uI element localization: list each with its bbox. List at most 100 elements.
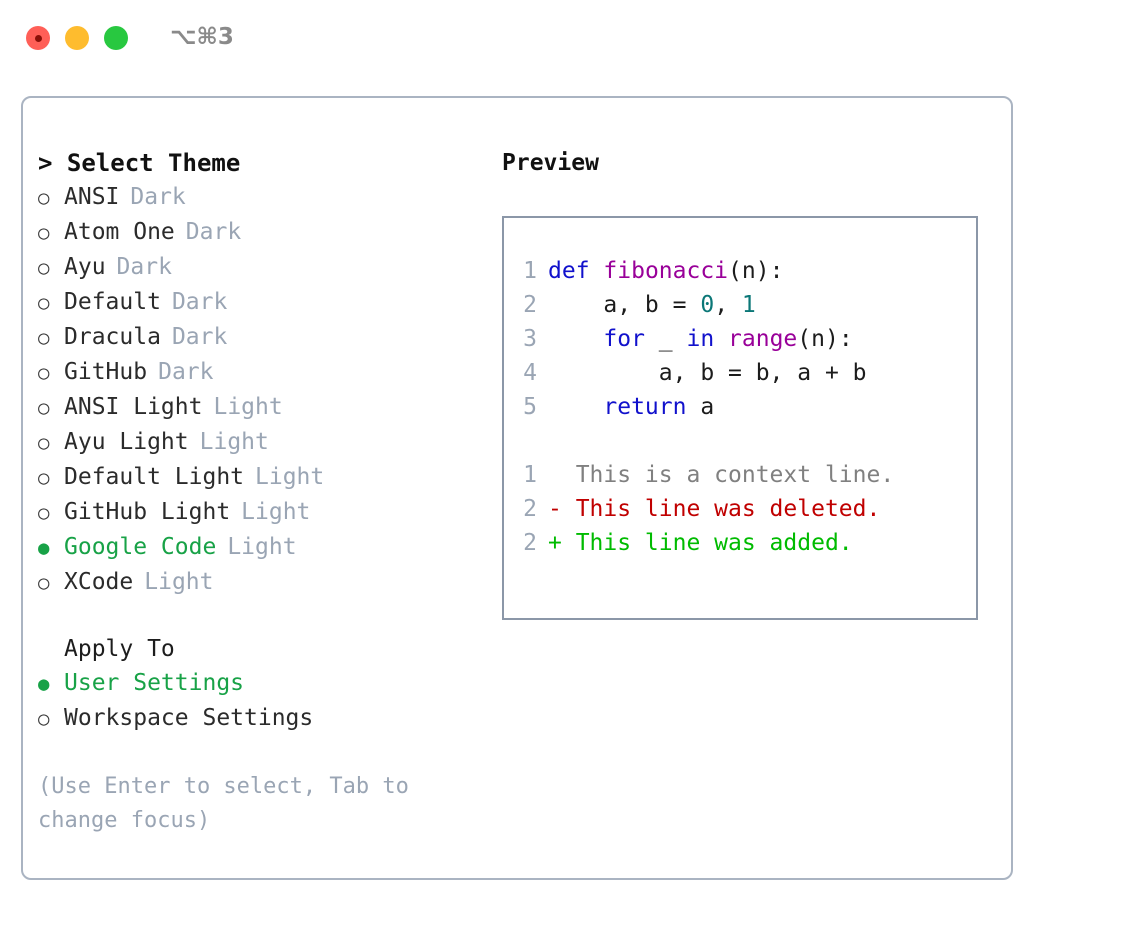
- theme-name-label: Google Code: [64, 534, 217, 560]
- theme-variant-badge: Light: [255, 464, 325, 490]
- theme-option-github-light[interactable]: ○ GitHub Light Light: [38, 495, 488, 530]
- apply-to-option-workspace-settings[interactable]: ○ Workspace Settings: [38, 701, 488, 736]
- theme-name-label: Atom One: [64, 219, 175, 245]
- code-line: 4 a, b = b, a + b: [504, 356, 976, 390]
- radio-selected-icon: ●: [38, 537, 50, 559]
- token-pl: ,: [714, 292, 742, 318]
- diff-preview: 1 This is a context line.2- This line wa…: [504, 458, 976, 560]
- line-number: 2: [523, 530, 537, 556]
- theme-variant-badge: Dark: [158, 359, 214, 385]
- preview-header: Preview: [502, 150, 599, 176]
- token-pl: _: [644, 326, 687, 352]
- token-num: 0: [700, 292, 715, 318]
- radio-selected-icon: ●: [38, 673, 50, 695]
- radio-unselected-icon: ○: [38, 397, 50, 419]
- radio-unselected-icon: ○: [38, 292, 50, 314]
- keyboard-hint-text: (Use Enter to select, Tab to change focu…: [38, 774, 423, 833]
- line-number: 3: [523, 326, 537, 352]
- radio-unselected-icon: ○: [38, 362, 50, 384]
- line-number: 2: [523, 292, 537, 318]
- window-controls: [26, 26, 128, 50]
- minimize-window-button[interactable]: [65, 26, 89, 50]
- token-kw: in: [686, 326, 715, 352]
- line-number: 1: [523, 258, 537, 284]
- radio-unselected-icon: ○: [38, 432, 50, 454]
- close-window-button[interactable]: [26, 26, 50, 50]
- theme-variant-badge: Light: [144, 569, 214, 595]
- token-pl: (n):: [797, 326, 853, 352]
- token-kw: def: [548, 258, 590, 284]
- theme-option-google-code[interactable]: ● Google Code Light: [38, 530, 488, 565]
- radio-unselected-icon: ○: [38, 187, 50, 209]
- diff-line-del: 2 - This line was deleted.: [504, 492, 976, 526]
- token-pl: a, b = b, a + b: [548, 360, 867, 386]
- code-text: a, b = b, a + b: [548, 356, 867, 390]
- code-text: def fibonacci(n):: [548, 254, 783, 288]
- line-number: 5: [523, 394, 537, 420]
- theme-variant-badge: Light: [227, 534, 297, 560]
- token-num: 1: [741, 292, 756, 318]
- apply-to-option-user-settings[interactable]: ●User Settings: [38, 666, 488, 701]
- token-pl: [590, 258, 604, 284]
- token-pl: [548, 394, 603, 420]
- code-line: 1 def fibonacci(n):: [504, 254, 976, 288]
- line-number: 1: [523, 462, 537, 488]
- theme-variant-badge: Dark: [171, 324, 228, 350]
- diff-text: - This line was deleted.: [548, 496, 881, 522]
- preview-spacer: [504, 424, 976, 458]
- apply-to-list[interactable]: ●User Settings ○ Workspace Settings: [38, 666, 488, 736]
- token-pl: (n):: [728, 258, 784, 284]
- theme-option-default[interactable]: ○ Default Dark: [38, 285, 488, 320]
- theme-name-label: ANSI: [64, 184, 120, 210]
- theme-name-label: Default: [64, 289, 161, 315]
- token-fn: fibonacci: [603, 258, 729, 284]
- code-line: 2 a, b = 0, 1: [504, 288, 976, 322]
- theme-option-ansi-light[interactable]: ○ ANSI Light Light: [38, 390, 488, 425]
- theme-name-label: GitHub: [64, 359, 148, 385]
- token-pl: a, b =: [548, 292, 701, 318]
- theme-variant-badge: Dark: [116, 254, 172, 280]
- theme-variant-badge: Dark: [171, 289, 228, 315]
- code-text: for _ in range(n):: [548, 322, 853, 356]
- token-fn: range: [728, 326, 798, 352]
- keyboard-shortcut-label: ⌥⌘3: [170, 24, 234, 50]
- radio-unselected-icon: ○: [38, 327, 50, 349]
- line-number: 2: [523, 496, 537, 522]
- theme-name-label: ANSI Light: [64, 394, 203, 420]
- radio-unselected-icon: ○: [38, 502, 50, 524]
- radio-unselected-icon: ○: [38, 467, 50, 489]
- select-theme-header: > Select Theme: [38, 149, 241, 177]
- radio-unselected-icon: ○: [38, 572, 50, 594]
- diff-text: + This line was added.: [548, 530, 853, 556]
- radio-unselected-icon: ○: [38, 257, 50, 279]
- theme-option-github[interactable]: ○ GitHub Dark: [38, 355, 488, 390]
- theme-variant-badge: Light: [241, 499, 311, 525]
- theme-variant-badge: Dark: [185, 219, 242, 245]
- theme-variant-badge: Light: [213, 394, 283, 420]
- apply-to-label: Workspace Settings: [64, 705, 314, 731]
- theme-option-ansi[interactable]: ○ ANSI Dark: [38, 180, 488, 215]
- code-line: 5 return a: [504, 390, 976, 424]
- theme-variant-badge: Dark: [130, 184, 186, 210]
- radio-unselected-icon: ○: [38, 708, 50, 730]
- token-pl: [548, 326, 603, 352]
- maximize-window-button[interactable]: [104, 26, 128, 50]
- apply-to-header: Apply To: [64, 636, 175, 662]
- token-pl: a: [686, 394, 715, 420]
- code-text: return a: [548, 390, 714, 424]
- token-kw: for: [603, 326, 645, 352]
- theme-name-label: GitHub Light: [64, 499, 231, 525]
